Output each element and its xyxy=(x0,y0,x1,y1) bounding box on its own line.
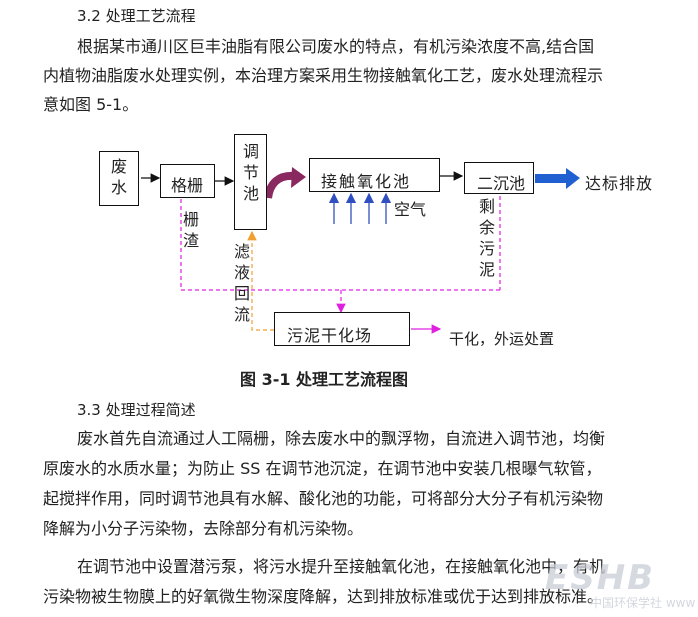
pump-lift-arrow xyxy=(264,171,295,199)
discharge-label: 达标排放 xyxy=(585,174,654,193)
equalization-tank-label: 调节池 xyxy=(242,142,259,203)
watermark-logo: ESHB xyxy=(545,558,656,598)
paragraph-line: 污染物被生物膜上的好氧微生物深度降解，达到排放标准或优于达到排放标准。 xyxy=(43,587,604,606)
screenings-label: 栅渣 xyxy=(182,210,199,250)
paragraph-line: 废水首先自流通过人工隔栅，除去废水中的飘浮物，自流进入调节池，均衡 xyxy=(77,429,606,448)
watermark-site: 中国环保学社 www xyxy=(590,596,696,610)
filtrate-return-line xyxy=(247,230,274,331)
wastewater-box xyxy=(99,151,139,206)
screen-label: 格栅 xyxy=(171,176,204,195)
paragraph-line: 在调节池中设置潜污泵，将污水提升至接触氧化池，在接触氧化池中，有机 xyxy=(77,557,606,576)
paragraph-line: 内植物油脂废水处理实例，本治理方案采用生物接触氧化工艺，废水处理流程示 xyxy=(43,66,604,85)
contact-oxidation-tank-label: 接触氧化池 xyxy=(321,172,412,191)
excess-sludge-label: 剩余污泥 xyxy=(478,197,495,279)
paragraph-line: 降解为小分子污染物，去除部分有机污染物。 xyxy=(43,519,364,538)
sludge-drying-bed-box xyxy=(274,312,410,346)
figure-caption: 图 3-1 处理工艺流程图 xyxy=(240,370,409,389)
section-heading-3-3: 3.3 处理过程简述 xyxy=(77,401,196,419)
wastewater-label: 废水 xyxy=(110,157,127,197)
sedimentation-tank-box xyxy=(464,162,534,194)
filtrate-return-label: 滤液回流 xyxy=(233,242,250,324)
discharge-arrow-shaft xyxy=(535,174,568,183)
discharge-arrowhead xyxy=(566,168,580,189)
paragraph-line: 起搅拌作用，同时调节池具有水解、酸化池的功能，可将部分大分子有机污染物 xyxy=(43,489,604,508)
paragraph-line: 意如图 5-1。 xyxy=(43,95,139,114)
dried-disposal-label: 干化，外运处置 xyxy=(449,330,555,348)
paragraph-line: 原废水的水质水量；为防止 SS 在调节池沉淀，在调节池中安装几根曝气软管， xyxy=(43,459,602,478)
equalization-tank-box xyxy=(234,134,267,230)
air-label: 空气 xyxy=(394,200,427,219)
paragraph-line: 根据某市通川区巨丰油脂有限公司废水的特点，有机污染浓度不高,结合国 xyxy=(77,37,595,56)
section-heading-3-2: 3.2 处理工艺流程 xyxy=(77,7,196,25)
pump-lift-arrowhead xyxy=(291,167,306,188)
sedimentation-tank-label: 二沉池 xyxy=(477,174,526,193)
sludge-drying-bed-label: 污泥干化场 xyxy=(287,326,373,345)
screen-box xyxy=(160,164,215,198)
contact-oxidation-tank-box xyxy=(309,158,440,192)
